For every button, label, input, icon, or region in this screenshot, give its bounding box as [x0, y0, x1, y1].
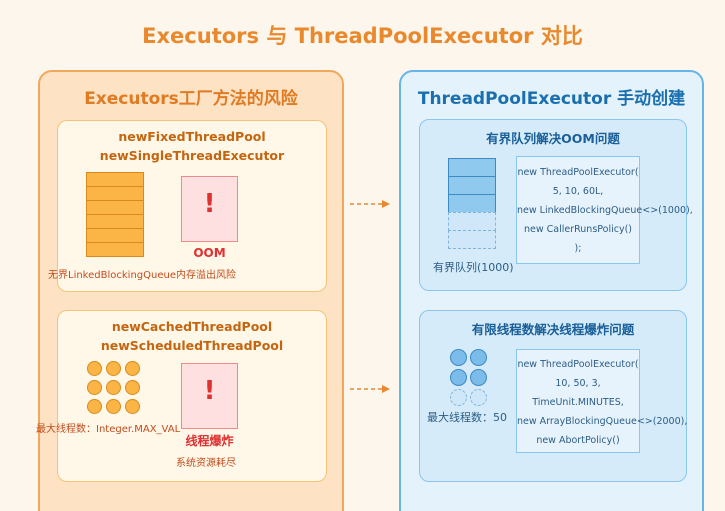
unbounded-queue-icon [86, 172, 144, 257]
code-line: new ArrayBlockingQueue<>(2000), [517, 416, 688, 427]
code-line: new ThreadPoolExecutor( [517, 359, 639, 370]
thread-explosion-label: 线程爆炸 [185, 434, 234, 448]
oom-warning-icon: ! [181, 176, 238, 242]
limited-threads-card: 有限线程数解决线程爆炸问题 new ThreadPoolExecutor( 10… [419, 310, 687, 482]
bounded-queue-code: new ThreadPoolExecutor( 5, 10, 60L, new … [516, 156, 693, 264]
arrow-right-icon [350, 385, 390, 393]
cached-thread-pool-label: newCachedThreadPool [111, 319, 273, 334]
scheduled-thread-pool-label: newScheduledThreadPool [100, 338, 284, 353]
fixed-single-card: newFixedThreadPool newSingleThreadExecut… [48, 120, 327, 292]
threadpoolexecutor-title: ThreadPoolExecutor 手动创建 [417, 89, 686, 109]
arrow-right-icon [350, 200, 390, 208]
code-line: ); [574, 243, 582, 254]
fixed-thread-pool-label: newFixedThreadPool [118, 129, 266, 144]
oom-risk-caption: 内存溢出风险 [176, 270, 236, 281]
limited-threads-code: new ThreadPoolExecutor( 10, 50, 3, TimeU… [516, 349, 688, 453]
single-thread-executor-label: newSingleThreadExecutor [99, 148, 285, 163]
limited-threads-heading: 有限线程数解决线程爆炸问题 [471, 322, 635, 337]
code-line: new AbortPolicy() [536, 435, 620, 446]
bounded-queue-caption: 有界队列(1000) [433, 261, 514, 274]
resource-exhaustion-caption: 系统资源耗尽 [176, 458, 236, 469]
max-threads-caption: 最大线程数：Integer.MAX_VAL [36, 424, 181, 435]
oom-label: OOM [193, 246, 226, 260]
thread-explosion-warning-icon: ! [181, 363, 238, 429]
exclamation-icon: ! [203, 189, 216, 219]
code-line: new LinkedBlockingQueue<>(1000), [517, 205, 693, 216]
max-threads-caption: 最大线程数：50 [427, 411, 507, 424]
code-line: new ThreadPoolExecutor( [517, 167, 639, 178]
exclamation-icon: ! [203, 376, 216, 406]
code-line: new CallerRunsPolicy() [523, 224, 633, 235]
bounded-queue-card: 有界队列解决OOM问题 new ThreadPoolExecutor( 5, 1… [419, 119, 693, 291]
executors-risk-panel: Executors工厂方法的风险 newFixedThreadPool newS… [36, 70, 344, 511]
page-title: Executors 与 ThreadPoolExecutor 对比 [142, 24, 583, 48]
code-line: 10, 50, 3, [555, 378, 601, 389]
threadpoolexecutor-panel: ThreadPoolExecutor 手动创建 有界队列解决OOM问题 new … [399, 70, 704, 511]
code-line: 5, 10, 60L, [552, 186, 604, 197]
cached-scheduled-card: newCachedThreadPool newScheduledThreadPo… [36, 310, 327, 482]
code-line: TimeUnit.MINUTES, [532, 397, 624, 408]
bounded-queue-heading: 有界队列解决OOM问题 [486, 131, 620, 146]
executors-risk-title: Executors工厂方法的风险 [84, 89, 298, 109]
unbounded-queue-caption: 无界LinkedBlockingQueue [48, 270, 176, 281]
